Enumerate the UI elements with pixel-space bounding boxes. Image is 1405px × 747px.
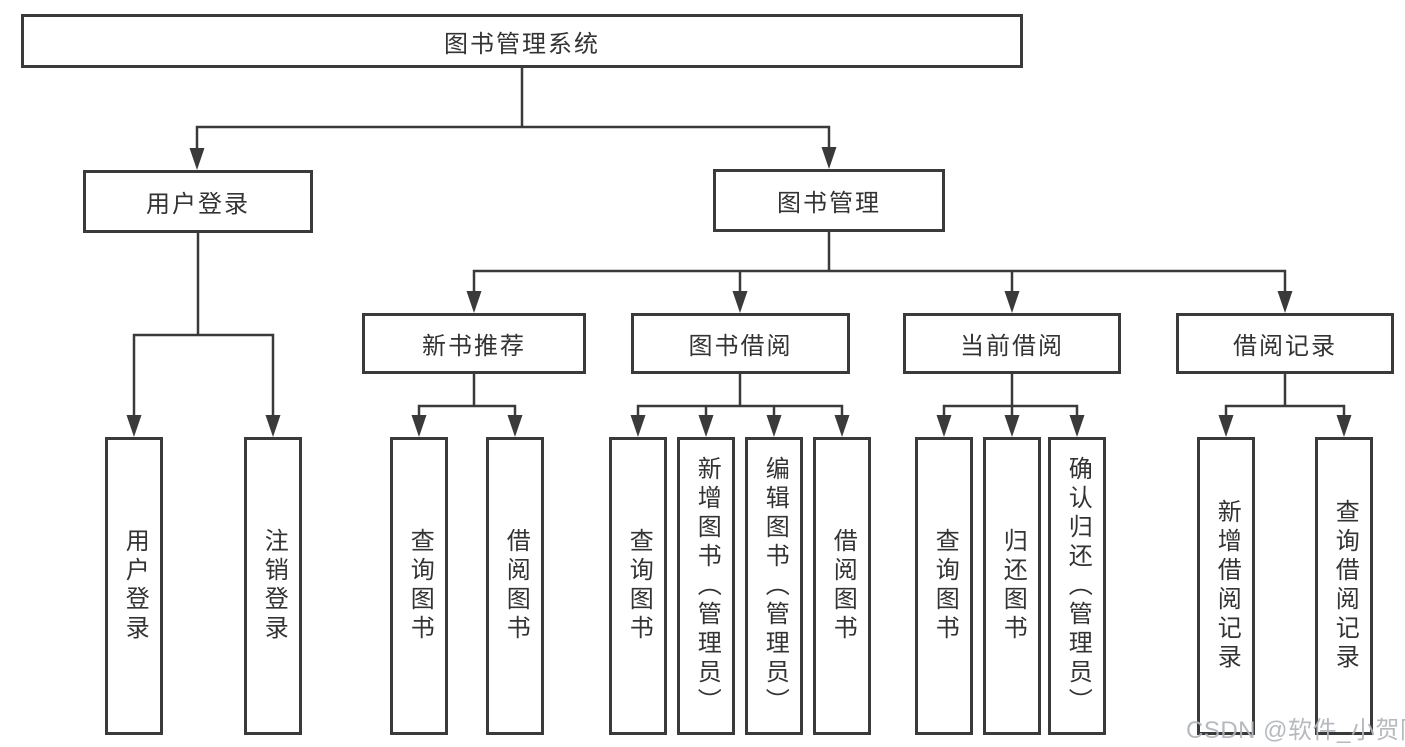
leaf-query-books-recommend: 查询图书 — [390, 437, 448, 735]
connector-arrow — [936, 415, 952, 437]
connector-line — [417, 372, 517, 419]
leaf-logout: 注销登录 — [244, 437, 302, 735]
node-new-book-recommend: 新书推荐 — [362, 313, 586, 374]
node-label: 归还图书 — [999, 528, 1027, 644]
node-label: 图书借阅 — [688, 333, 793, 360]
node-label: 借阅图书 — [502, 528, 530, 644]
leaf-add-borrow-record: 新增借阅记录 — [1197, 437, 1255, 735]
connector-arrow — [698, 415, 714, 437]
connector-line — [472, 230, 1287, 295]
node-label: 借阅记录 — [1233, 333, 1337, 360]
node-label: 查询图书 — [625, 528, 653, 644]
node-label: 借阅图书 — [829, 528, 857, 644]
node-borrow-records: 借阅记录 — [1176, 313, 1394, 374]
leaf-confirm-return-admin: 确认归还（管理员） — [1048, 437, 1106, 735]
connector-arrow — [834, 415, 850, 437]
connector-arrow — [265, 415, 281, 437]
leaf-user-login: 用户登录 — [105, 437, 163, 735]
node-label: 新书推荐 — [422, 333, 526, 360]
connector-arrow — [732, 291, 748, 313]
node-label: 编辑图书（管理员） — [761, 455, 789, 717]
node-current-borrow: 当前借阅 — [903, 313, 1121, 374]
node-user-login: 用户登录 — [83, 170, 313, 233]
connector-line — [132, 231, 275, 419]
node-book-borrow: 图书借阅 — [631, 313, 850, 374]
leaf-borrow-books-recommend: 借阅图书 — [486, 437, 544, 735]
connector-line — [195, 66, 831, 152]
leaf-return-books: 归还图书 — [983, 437, 1041, 735]
connector-arrow — [411, 415, 427, 437]
connector-arrow — [507, 415, 523, 437]
connector-arrow — [1277, 291, 1293, 313]
node-book-management: 图书管理 — [713, 169, 945, 232]
leaf-borrow-books: 借阅图书 — [813, 437, 871, 735]
connector-arrow — [189, 148, 205, 170]
node-label: 查询借阅记录 — [1331, 499, 1359, 673]
node-label: 确认归还（管理员） — [1064, 455, 1092, 717]
connector-arrow — [1336, 415, 1352, 437]
connector-arrow — [1004, 415, 1020, 437]
node-label: 图书管理 — [777, 190, 881, 217]
connector-line — [1224, 372, 1346, 419]
connector-arrow — [630, 415, 646, 437]
connector-arrow — [766, 415, 782, 437]
connector-arrow — [821, 147, 837, 169]
leaf-query-borrow-record: 查询借阅记录 — [1315, 437, 1373, 735]
leaf-query-books-current: 查询图书 — [915, 437, 973, 735]
connector-arrow — [126, 415, 142, 437]
node-label: 新增借阅记录 — [1213, 499, 1241, 673]
node-label: 新增图书（管理员） — [693, 455, 721, 717]
leaf-add-books-admin: 新增图书（管理员） — [677, 437, 735, 735]
node-label: 当前借阅 — [960, 333, 1064, 360]
connector-arrow — [1069, 415, 1085, 437]
csdn-watermark: CSDN @软件_小贺同学 — [1186, 717, 1405, 744]
node-root: 图书管理系统 — [21, 14, 1023, 68]
node-label: 图书管理系统 — [444, 30, 600, 58]
leaf-edit-books-admin: 编辑图书（管理员） — [745, 437, 803, 735]
connector-line — [636, 372, 844, 419]
node-label: 查询图书 — [931, 528, 959, 644]
connector-line — [942, 372, 1079, 419]
node-label: 查询图书 — [406, 528, 434, 644]
connector-arrow — [1004, 291, 1020, 313]
connector-arrow — [1218, 415, 1234, 437]
node-label: 用户登录 — [121, 528, 149, 644]
node-label: 注销登录 — [260, 528, 288, 644]
leaf-query-books-borrow: 查询图书 — [609, 437, 667, 735]
node-label: 用户登录 — [146, 191, 250, 218]
connector-arrow — [466, 291, 482, 313]
